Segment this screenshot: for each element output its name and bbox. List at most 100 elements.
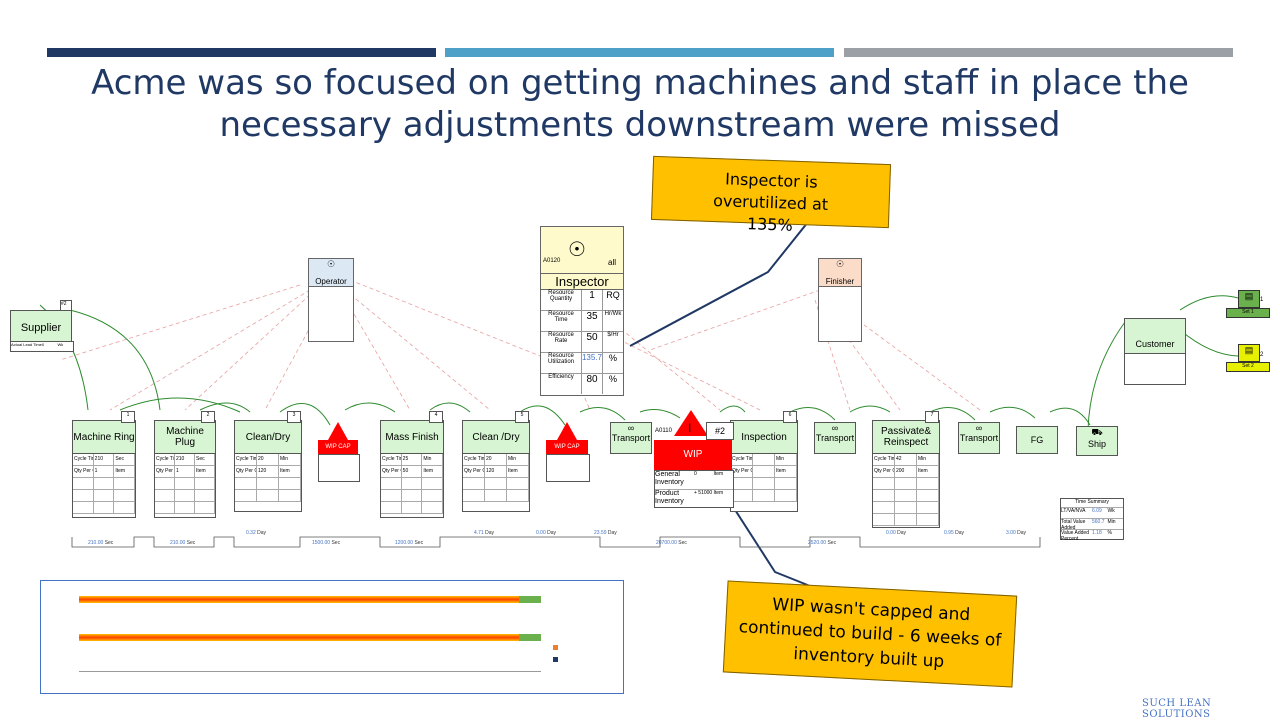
product-inventory-unit: Item	[713, 490, 724, 496]
ts-unit: Min	[1107, 519, 1116, 525]
cycle-time: 210	[175, 454, 195, 465]
process-inspection: 6 Inspection Cycle TimeMin Qty Per Cycle…	[730, 411, 798, 512]
transport-label: Transport	[815, 433, 855, 443]
ts-label: Value Added Percent	[1061, 530, 1089, 542]
wip-inventory: General Inventory 0 Item Product Invento…	[654, 470, 734, 508]
header-bar-3	[844, 48, 1233, 57]
cycle-time: 25	[402, 454, 423, 465]
cycle-time: 20	[485, 454, 507, 465]
wip-cap-1-triangle	[328, 422, 348, 440]
row-label: Qty Per Cycle	[731, 466, 753, 477]
general-inventory-label: General Inventory	[655, 471, 684, 486]
inspector-row-label: Resource Utilization	[541, 353, 582, 373]
timeline-label: 0.00 Day	[536, 530, 557, 536]
process-name: Mass Finish	[381, 421, 443, 454]
customer-label: Customer	[1135, 339, 1175, 349]
qty-per-cycle: 200	[895, 466, 917, 477]
finisher-icon: ☉	[819, 259, 861, 277]
process-name: Machine Ring	[73, 421, 135, 454]
supplier-lead-label: Actual Lead Time	[11, 342, 42, 347]
set-2: ▤	[1238, 344, 1260, 362]
supplier-lead: Actual Lead Time 0 Wk	[10, 341, 74, 352]
timeline-label: 20700.00 Sec	[656, 540, 687, 546]
supplier-label: Supplier	[20, 322, 62, 334]
cycle-unit: Sec	[195, 454, 215, 465]
chart-legend-swatch	[553, 645, 558, 650]
svg-text:I: I	[688, 421, 691, 435]
row-label: Cycle Time	[73, 454, 94, 465]
timeline-label: 23.59 Day	[594, 530, 617, 536]
chart-legend-swatch	[553, 657, 558, 662]
transport-2: ∞Transport	[814, 422, 856, 454]
wip-cap-2-table	[546, 454, 590, 482]
cycle-unit: Min	[775, 454, 797, 465]
inspector-row-label: Resource Time	[541, 311, 582, 331]
wip-cap-1: WIP CAP	[318, 440, 358, 454]
cycle-time: 42	[895, 454, 917, 465]
process-number: 6	[783, 411, 797, 423]
operator-icon: ☉	[309, 259, 353, 277]
qty-per-cycle: 50	[402, 466, 423, 477]
timeline-label: 2520.00 Sec	[808, 540, 837, 546]
inspector-name: Inspector	[541, 273, 623, 290]
wip-main-label: WIP	[683, 449, 703, 460]
header-bar-1	[47, 48, 436, 57]
general-inventory-unit: Item	[713, 471, 724, 477]
supplier: Supplier	[10, 310, 72, 342]
set-1-label: Set 1	[1226, 308, 1270, 318]
row-label: Cycle Time	[235, 454, 257, 465]
wip-id: A0110	[655, 428, 672, 434]
ts-unit: Wk	[1107, 508, 1115, 514]
process-machine-ring: 1 Machine Ring Cycle Time210Sec Qty Per …	[72, 411, 136, 518]
process-name: Clean/Dry	[235, 421, 301, 454]
customer: Customer	[1124, 318, 1186, 354]
row-label: Cycle Time	[873, 454, 895, 465]
inspector-row: Resource Quantity 1 RQ	[541, 290, 623, 311]
inspector-row-unit: %	[608, 374, 617, 384]
cycle-unit: Min	[507, 454, 529, 465]
logo-text: SUCH LEAN SOLUTIONS	[1142, 698, 1212, 720]
supplier-lead-unit: Wk	[57, 342, 64, 347]
row-label: Qty Per Cycle	[381, 466, 402, 477]
chart-axis	[79, 671, 541, 672]
customer-table	[1124, 353, 1186, 385]
inspector-row-label: Resource Rate	[541, 332, 582, 352]
cycle-unit: Min	[279, 454, 301, 465]
inspector-row-value: 1	[582, 290, 603, 310]
transport-label: Transport	[959, 433, 999, 443]
ship: ⛟Ship	[1076, 426, 1118, 456]
row-label: Qty Per Cycle	[155, 466, 175, 477]
transport-3: ∞Transport	[958, 422, 1000, 454]
process-mass-finish: 4 Mass Finish Cycle Time25Min Qty Per Cy…	[380, 411, 444, 518]
inspector-row: Resource Time 35 Hr/Wk	[541, 311, 623, 332]
general-inventory-value: 0	[694, 471, 697, 477]
product-inventory-value: + 51000	[694, 490, 713, 496]
timeline-label: 0.00 Day	[886, 530, 907, 536]
process-name: Machine Plug	[155, 421, 215, 454]
chart-bar-2-end	[519, 634, 541, 641]
row-label: Qty Per Cycle	[873, 466, 895, 477]
chart-bar-1-end	[519, 596, 541, 603]
ts-value: 6.09	[1092, 508, 1102, 514]
callout-wip: WIP wasn't capped and continued to build…	[722, 580, 1018, 688]
process-number: 7	[925, 411, 939, 423]
inspector-rows: Resource Quantity 1 RQ Resource Time 35 …	[541, 290, 623, 394]
inspector-row-unit: RQ	[606, 290, 620, 300]
callout-inspector: Inspector is overutilized at 135%	[650, 155, 892, 235]
set-1: ▤	[1238, 290, 1260, 308]
chart-bar-2	[79, 634, 519, 641]
row-label: Qty Per Cycle	[463, 466, 485, 477]
qty-per-cycle: 1	[94, 466, 115, 477]
set-2-number: 2	[1260, 352, 1264, 358]
timeline-label: 210.00 Sec	[88, 540, 114, 546]
set-2-label: Set 2	[1226, 362, 1270, 372]
row-label: Cycle Time	[463, 454, 485, 465]
cycle-unit: Sec	[114, 454, 136, 465]
wip-box-number: #2	[706, 422, 734, 440]
supplier-box: #2	[60, 300, 72, 311]
timeline-label: 1500.00 Sec	[312, 540, 341, 546]
set-1-number: 1	[1260, 297, 1264, 303]
cycle-time: 20	[257, 454, 279, 465]
cycle-time: 210	[94, 454, 115, 465]
process-passivate-reinspect: 7 Passivate& Reinspect Cycle Time42Min Q…	[872, 411, 940, 528]
